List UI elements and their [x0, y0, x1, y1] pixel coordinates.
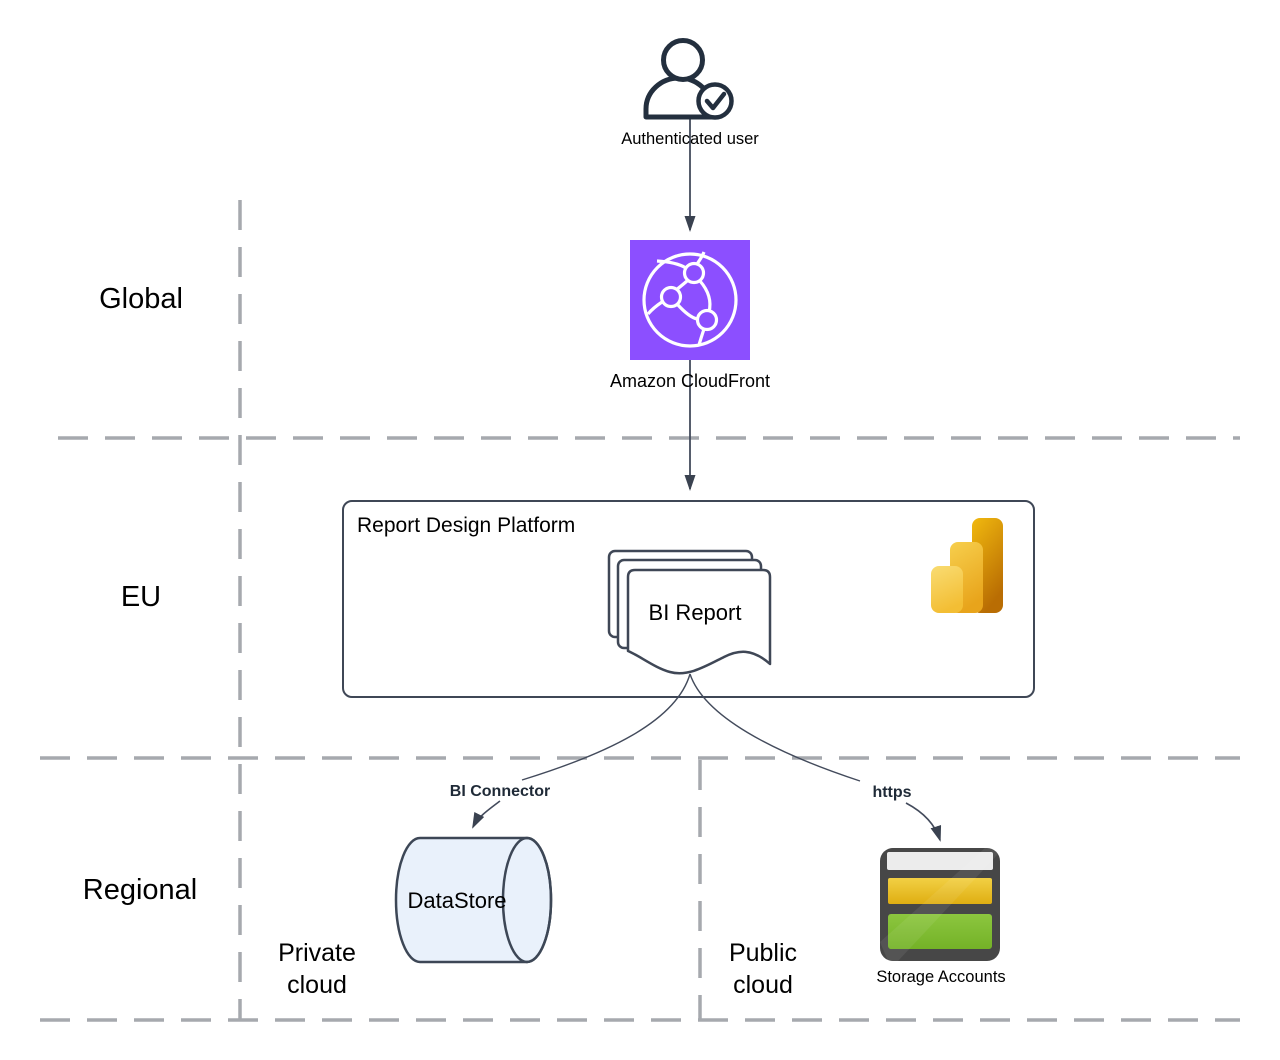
- database-cylinder-icon: [394, 836, 553, 964]
- arrow-https-to-storage: [905, 802, 942, 842]
- private-cloud-label: Private cloud: [278, 939, 356, 999]
- storage-accounts-icon: [880, 848, 1000, 961]
- power-bi-icon: [931, 518, 1003, 613]
- https-label: https: [872, 784, 912, 801]
- platform-title: Report Design Platform: [357, 514, 576, 537]
- datastore-label: DataStore: [407, 888, 507, 913]
- curve-report-to-https: [689, 673, 861, 782]
- region-label-eu: EU: [120, 581, 162, 613]
- check-mark: [704, 91, 727, 111]
- user-head: [661, 38, 705, 82]
- cylinder-rim: [501, 836, 553, 964]
- storage-bar-yellow: [888, 878, 992, 904]
- storage-bar-top: [887, 852, 993, 870]
- authenticated-user-label: Authenticated user: [621, 130, 759, 148]
- curve-report-to-bi-connector: [521, 673, 691, 781]
- bi-connector-label: BI Connector: [449, 783, 551, 800]
- arrow-bi-connector-to-datastore: [472, 800, 501, 829]
- document-stack-icon: [607, 549, 772, 675]
- bi-report-label: BI Report: [648, 600, 742, 625]
- globe-arc-5: [676, 303, 698, 321]
- globe-arc-1: [656, 259, 687, 270]
- region-boundaries: [40, 200, 1240, 1022]
- check-badge: [696, 82, 734, 120]
- region-label-global: Global: [99, 283, 183, 315]
- storage-bar-green: [888, 914, 992, 949]
- public-cloud-label: Public cloud: [728, 939, 798, 999]
- document-page-front: [626, 568, 772, 675]
- globe-outline: [642, 252, 738, 348]
- powerbi-bar-short: [931, 566, 963, 613]
- globe-node-3: [695, 308, 719, 332]
- cloudfront-label: Amazon CloudFront: [609, 371, 771, 391]
- globe-node-1: [682, 261, 706, 285]
- globe-node-2: [659, 285, 683, 309]
- globe-arc-6: [646, 300, 663, 316]
- cloudfront-square: [630, 240, 750, 360]
- storage-shine: [880, 848, 1000, 961]
- storage-accounts-label: Storage Accounts: [876, 968, 1006, 986]
- cloudfront-globe-icon: [630, 240, 750, 360]
- user-check-icon: [643, 38, 734, 120]
- report-connectors: [472, 673, 942, 842]
- region-label-regional: Regional: [82, 874, 198, 906]
